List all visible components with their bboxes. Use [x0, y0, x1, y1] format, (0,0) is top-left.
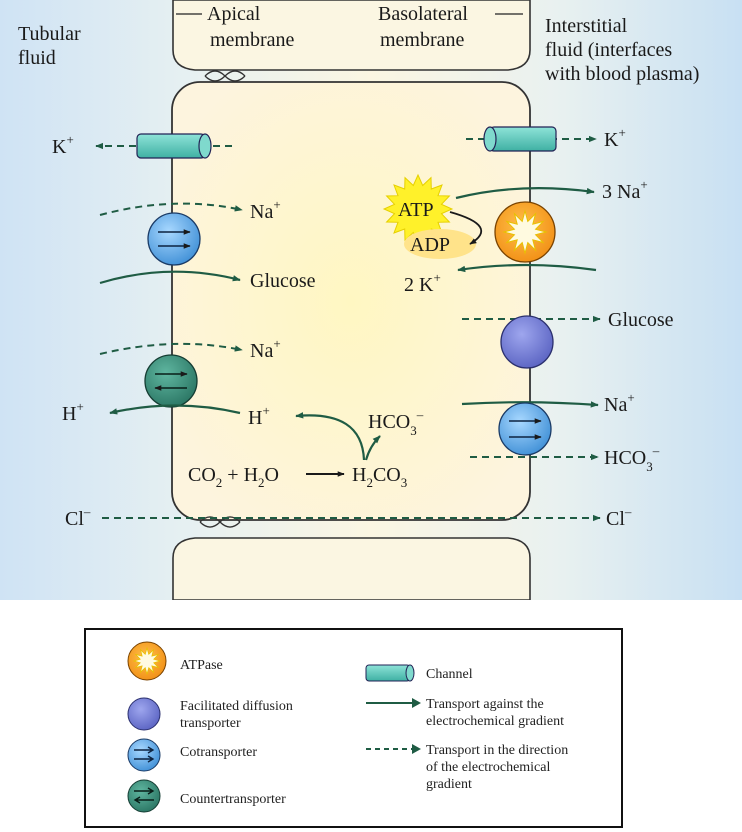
apical-h-arrow [109, 404, 241, 415]
cell-h-label: H+ [248, 403, 270, 429]
legend-atpase-icon [127, 641, 167, 681]
basolateral-hco3-label: HCO3– [604, 443, 660, 474]
hco3-release-arrow [364, 435, 381, 461]
atp-hydrolysis-arrow [449, 211, 483, 245]
apical-countertransporter [144, 354, 198, 408]
legend-channel-icon [365, 664, 415, 682]
upper-neighbor-cell [172, 0, 531, 71]
apical-na-label-1: Na+ [250, 197, 281, 223]
legend-facilitated-icon [127, 697, 161, 731]
atpase-na-arrow [455, 187, 595, 200]
adp-blob [404, 229, 476, 259]
legend-dashed-arrow-icon [366, 744, 421, 754]
epithelial-cell [171, 81, 531, 521]
apical-cl-label: Cl– [65, 504, 91, 530]
apical-glucose-label: Glucose [250, 270, 316, 292]
basolateral-k-channel [483, 126, 557, 152]
basolateral-k-label: K+ [604, 125, 626, 151]
apical-cotransporter [147, 212, 201, 266]
legend-atpase-label: ATPase [180, 658, 223, 673]
basolateral-glucose-label: Glucose [608, 309, 674, 331]
legend-solid-arrow-icon [366, 698, 421, 708]
atp-label: ATP [398, 199, 434, 221]
legend-channel-label: Channel [426, 667, 473, 682]
cell-hco3-label: HCO3– [368, 407, 424, 438]
h2co3-label: H2CO3 [352, 464, 407, 490]
adp-label: ADP [410, 234, 450, 256]
reaction-equation: CO2 + H2O [188, 464, 279, 490]
apical-k-label: K+ [52, 132, 74, 158]
atpase-na-label: 3 Na+ [602, 177, 648, 203]
basolateral-cl-label: Cl– [606, 504, 632, 530]
legend-countertransporter-icon [127, 779, 161, 813]
basolateral-na-label: Na+ [604, 390, 635, 416]
legend-cotransporter-icon [127, 738, 161, 772]
h-release-arrow [295, 412, 366, 461]
basolateral-facilitated-transporter [500, 315, 554, 369]
apical-glucose-arrow [99, 270, 241, 285]
basolateral-cotransporter [498, 402, 552, 456]
apical-na-label-2: Na+ [250, 336, 281, 362]
lower-neighbor-cell [172, 537, 531, 600]
atpase-k-arrow [457, 263, 597, 273]
apical-h-label: H+ [62, 399, 84, 425]
tight-junction-top [204, 70, 246, 82]
legend-countertransporter-label: Countertransporter [180, 792, 286, 807]
basolateral-na-arrow [461, 401, 599, 408]
apical-k-channel [136, 133, 212, 159]
apical-na-arrow [99, 202, 243, 216]
legend-cotransporter-label: Cotransporter [180, 745, 257, 760]
atpase-k-label: 2 K+ [404, 270, 441, 296]
apical-na-arrow-2 [99, 342, 243, 355]
atpase-pump [494, 201, 556, 263]
